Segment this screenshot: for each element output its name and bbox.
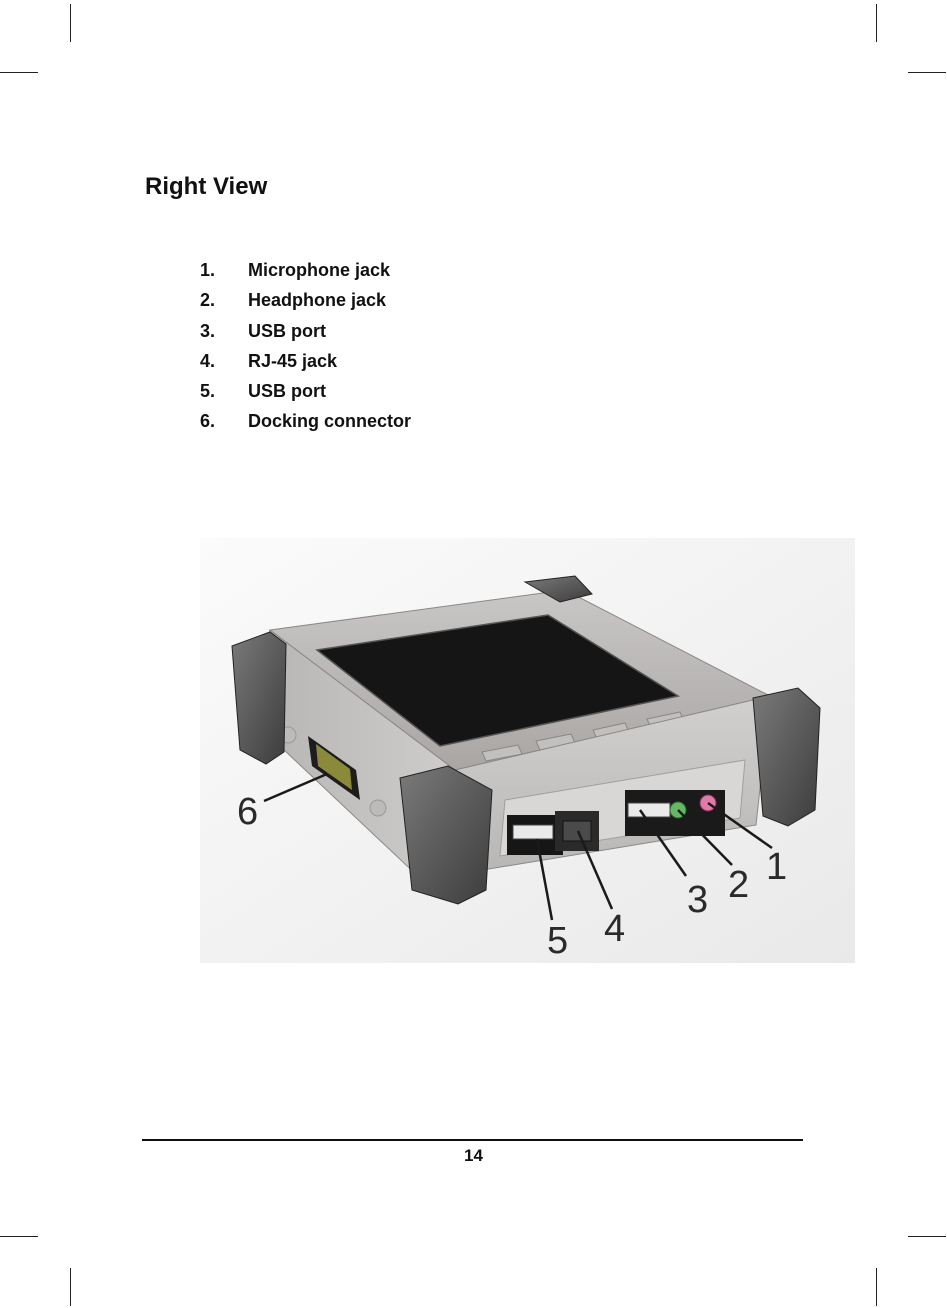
crop-mark bbox=[876, 1268, 877, 1306]
legend-number: 5. bbox=[200, 381, 216, 402]
side-screw bbox=[369, 799, 387, 817]
crop-mark bbox=[908, 72, 946, 73]
callout-2: 2 bbox=[728, 864, 749, 906]
callout-1: 1 bbox=[766, 846, 787, 888]
section-title: Right View bbox=[145, 173, 268, 200]
callout-3: 3 bbox=[687, 879, 708, 921]
legend-label: Headphone jack bbox=[248, 290, 387, 311]
docking-connector bbox=[308, 736, 360, 800]
legend-item: 4. RJ-45 jack bbox=[200, 349, 411, 379]
legend-number: 2. bbox=[200, 290, 216, 311]
legend-number: 4. bbox=[200, 350, 216, 371]
port-legend: 1. Microphone jack 2. Headphone jack 3. USB… bbox=[200, 258, 411, 440]
device-screen bbox=[315, 614, 680, 747]
legend-number: 3. bbox=[200, 320, 216, 341]
usb-port bbox=[507, 815, 563, 855]
legend-item: 2. Headphone jack bbox=[200, 288, 411, 318]
legend-item: 3. USB port bbox=[200, 319, 411, 349]
crop-mark bbox=[0, 1236, 38, 1237]
legend-item: 6. Docking connector bbox=[200, 409, 411, 439]
crop-mark bbox=[70, 1268, 71, 1306]
rj45-jack bbox=[555, 811, 599, 851]
legend-item: 1. Microphone jack bbox=[200, 258, 411, 288]
legend-label: USB port bbox=[248, 381, 326, 402]
callout-6: 6 bbox=[237, 791, 258, 833]
device-right-view-figure: 1 2 3 4 5 6 bbox=[200, 538, 855, 963]
legend-label: Docking connector bbox=[248, 411, 412, 432]
legend-label: RJ-45 jack bbox=[248, 350, 338, 371]
legend-label: USB port bbox=[248, 320, 326, 341]
crop-mark bbox=[0, 72, 38, 73]
page-number: 14 bbox=[464, 1146, 483, 1165]
legend-label: Microphone jack bbox=[248, 260, 391, 280]
callout-lines bbox=[263, 772, 773, 921]
legend-number: 1. bbox=[200, 260, 216, 280]
footer-rule bbox=[142, 1139, 803, 1141]
legend-number: 6. bbox=[200, 411, 216, 432]
crop-mark bbox=[876, 4, 877, 42]
callout-numbers: 1 2 3 4 5 6 bbox=[237, 791, 787, 962]
crop-mark bbox=[70, 4, 71, 42]
callout-5: 5 bbox=[547, 920, 568, 962]
legend-item: 5. USB port bbox=[200, 379, 411, 409]
crop-mark bbox=[908, 1236, 946, 1237]
device-illustration: 1 2 3 4 5 6 bbox=[200, 538, 855, 963]
corner-bumpers bbox=[231, 575, 821, 905]
callout-4: 4 bbox=[604, 908, 625, 950]
